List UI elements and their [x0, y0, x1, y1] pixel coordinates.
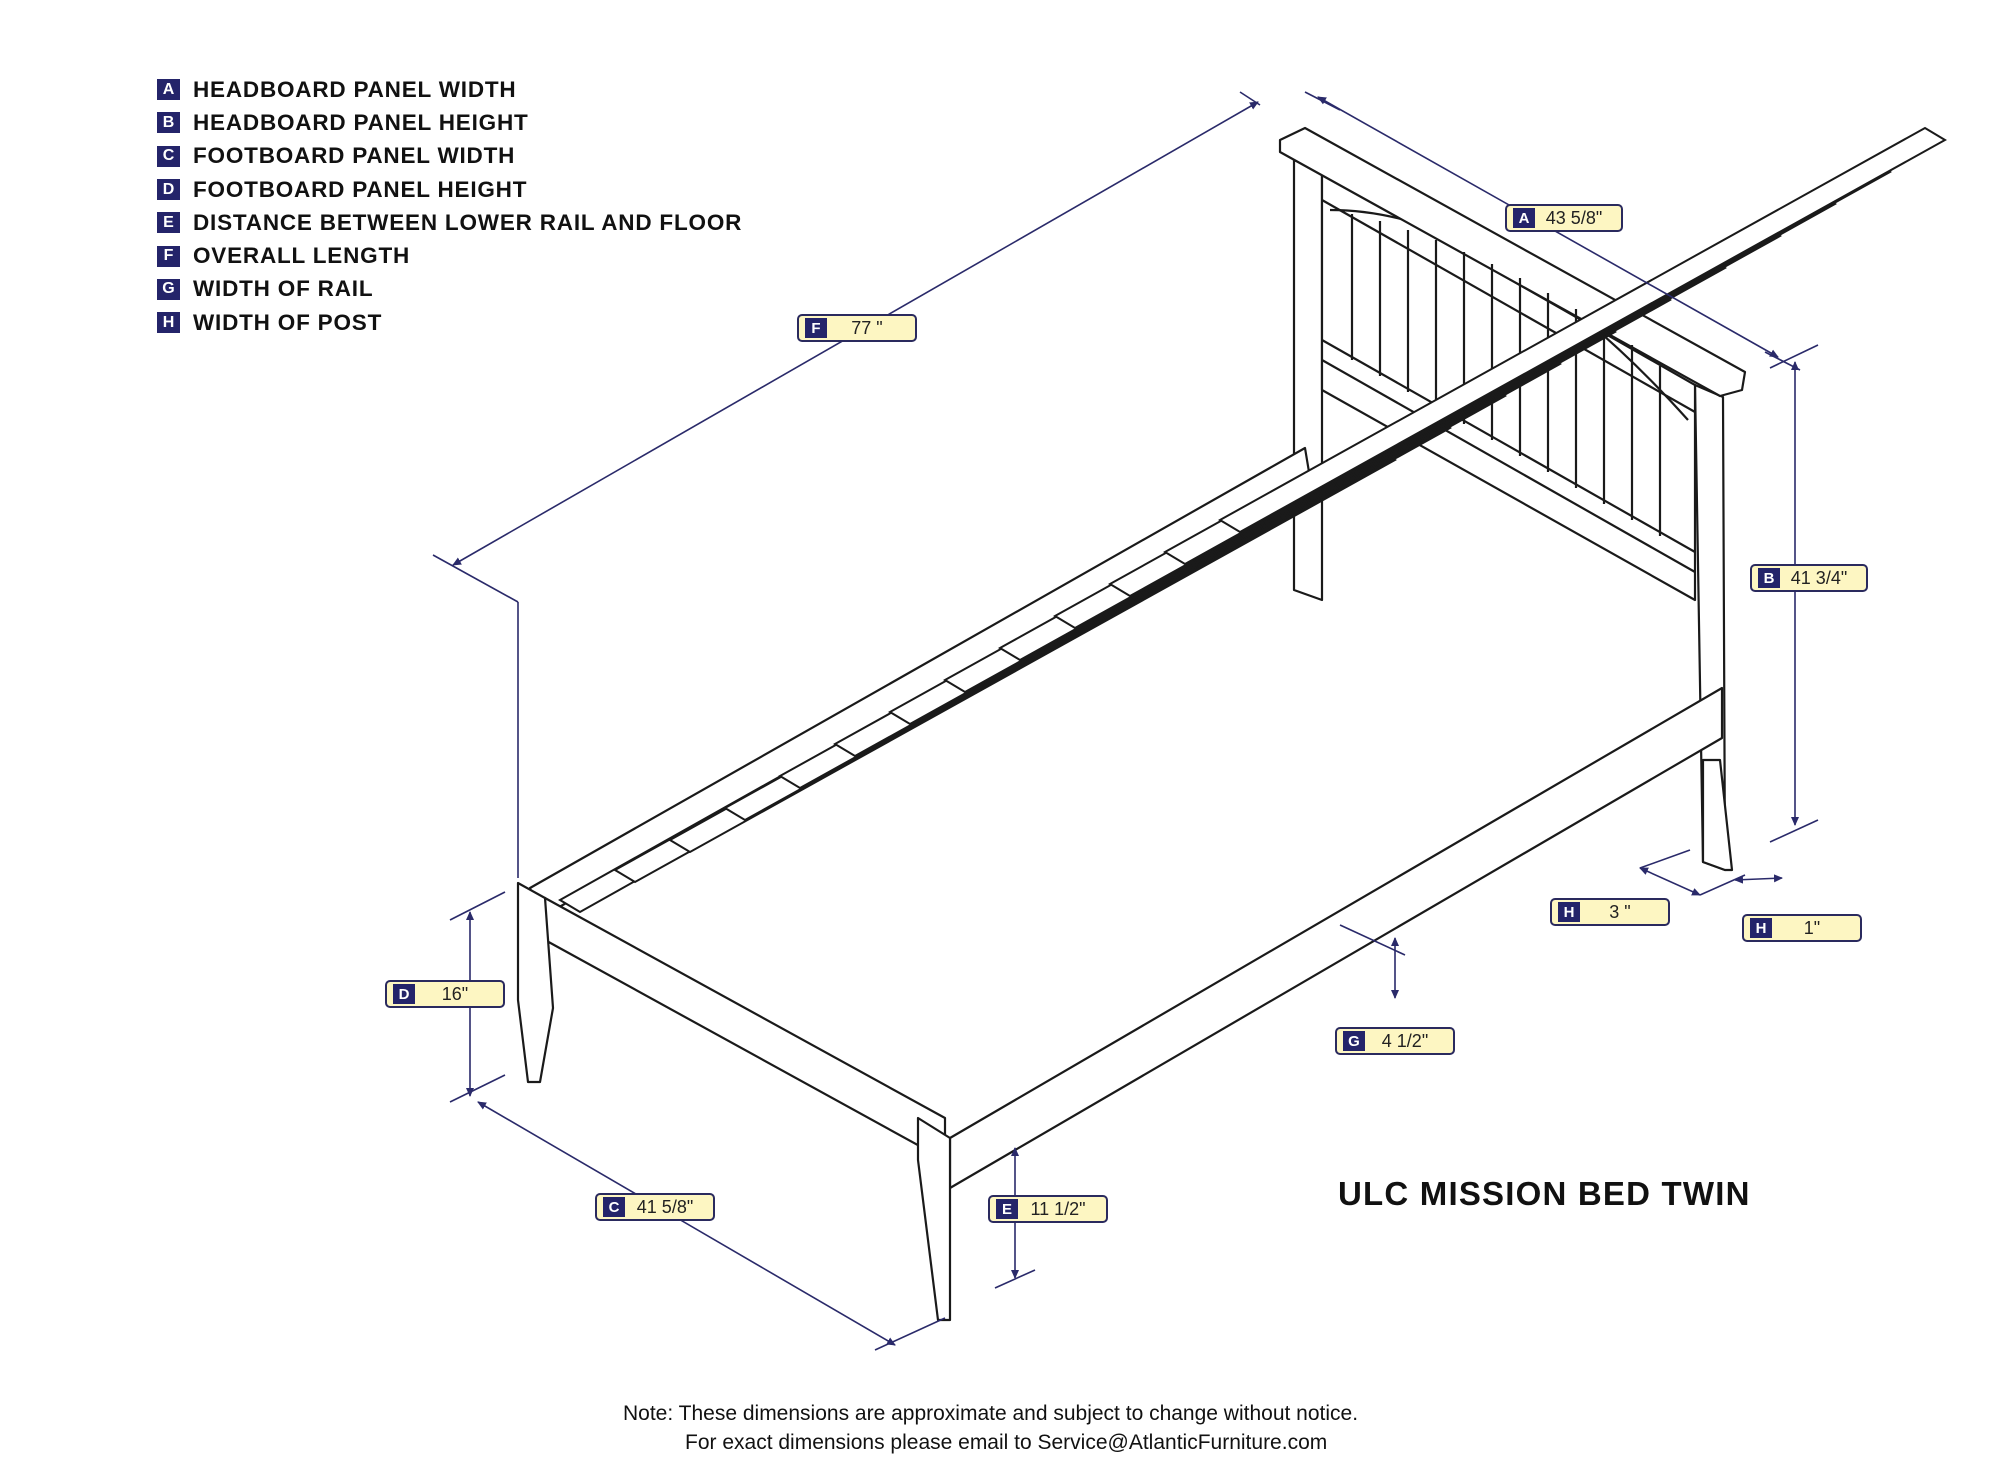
legend-item: C FOOTBOARD PANEL WIDTH — [157, 140, 742, 173]
tag-value: 1" — [1803, 917, 1821, 938]
legend-label: HEADBOARD PANEL HEIGHT — [193, 109, 529, 135]
tag-value: 41 3/4" — [1790, 567, 1848, 588]
dimension-tag-d: D 16" — [385, 980, 505, 1008]
tag-letter: D — [393, 984, 415, 1004]
mattress-slats — [558, 126, 1947, 914]
legend-letter: F — [157, 245, 180, 267]
legend-label: OVERALL LENGTH — [193, 243, 411, 269]
footboard-left-post — [516, 881, 555, 1084]
legend-item: H WIDTH OF POST — [157, 306, 742, 339]
tag-value: 41 5/8" — [636, 1196, 694, 1217]
dimension-tag-f: F 77 " — [797, 314, 917, 342]
tag-letter: B — [1758, 568, 1780, 588]
tag-value: 4 1/2" — [1381, 1030, 1429, 1051]
tag-letter: C — [603, 1197, 625, 1217]
legend-letter: A — [157, 79, 180, 101]
legend-label: FOOTBOARD PANEL WIDTH — [193, 143, 516, 169]
legend-letter: E — [157, 212, 180, 234]
legend-label: WIDTH OF RAIL — [193, 276, 374, 302]
dimension-tag-g: G 4 1/2" — [1335, 1027, 1455, 1055]
dimension-tag-e: E 11 1/2" — [988, 1195, 1108, 1223]
legend-item: F OVERALL LENGTH — [157, 239, 742, 272]
tag-value: 16" — [441, 983, 469, 1004]
dimension-legend: A HEADBOARD PANEL WIDTH B HEADBOARD PANEL … — [157, 73, 742, 339]
tag-value: 77 " — [851, 317, 883, 338]
legend-letter: H — [157, 312, 180, 334]
tag-letter: E — [996, 1199, 1018, 1219]
footboard-panel — [543, 896, 947, 1162]
tag-value: 3 " — [1609, 901, 1631, 922]
legend-item: D FOOTBOARD PANEL HEIGHT — [157, 173, 742, 206]
headboard-leg-right — [1701, 758, 1734, 872]
model-title: ULC MISSION BED TWIN — [1338, 1175, 1751, 1212]
legend-item: E DISTANCE BETWEEN LOWER RAIL AND FLOOR — [157, 206, 742, 239]
tag-value: 11 1/2" — [1030, 1198, 1086, 1219]
disclaimer-note: Note: These dimensions are approximate a… — [623, 1402, 1359, 1425]
legend-label: FOOTBOARD PANEL HEIGHT — [193, 176, 528, 202]
dimension-tag-b: B 41 3/4" — [1750, 564, 1868, 592]
dimension-line-h-post — [1639, 867, 1701, 896]
right-side-rail — [948, 686, 1724, 1190]
legend-letter: D — [157, 179, 180, 201]
legend-item: G WIDTH OF RAIL — [157, 273, 742, 306]
dimension-tag-h-side: H 1" — [1742, 914, 1862, 942]
legend-item: A HEADBOARD PANEL WIDTH — [157, 73, 742, 106]
headboard-left-post — [1292, 158, 1324, 602]
tag-letter: H — [1558, 902, 1580, 922]
legend-letter: B — [157, 112, 180, 134]
dimension-tag-c: C 41 5/8" — [595, 1193, 715, 1221]
tag-letter: F — [805, 318, 827, 338]
dimension-tag-h-post: H 3 " — [1550, 898, 1670, 926]
legend-label: WIDTH OF POST — [193, 309, 383, 335]
tag-value: 43 5/8" — [1545, 207, 1603, 228]
dimension-tag-a: A 43 5/8" — [1505, 204, 1623, 232]
left-side-rail — [528, 446, 1312, 920]
contact-note: For exact dimensions please email to Ser… — [685, 1431, 1328, 1454]
tag-letter: H — [1750, 918, 1772, 938]
footboard-right-post — [916, 1116, 952, 1322]
legend-label: HEADBOARD PANEL WIDTH — [193, 76, 517, 102]
legend-letter: G — [157, 278, 180, 300]
legend-label: DISTANCE BETWEEN LOWER RAIL AND FLOOR — [193, 209, 743, 235]
dimension-line-c — [477, 1101, 896, 1346]
tag-letter: G — [1343, 1031, 1365, 1051]
legend-letter: C — [157, 145, 180, 167]
dimension-line-h-side — [1734, 874, 1783, 884]
legend-item: B HEADBOARD PANEL HEIGHT — [157, 106, 742, 139]
tag-letter: A — [1513, 208, 1535, 228]
